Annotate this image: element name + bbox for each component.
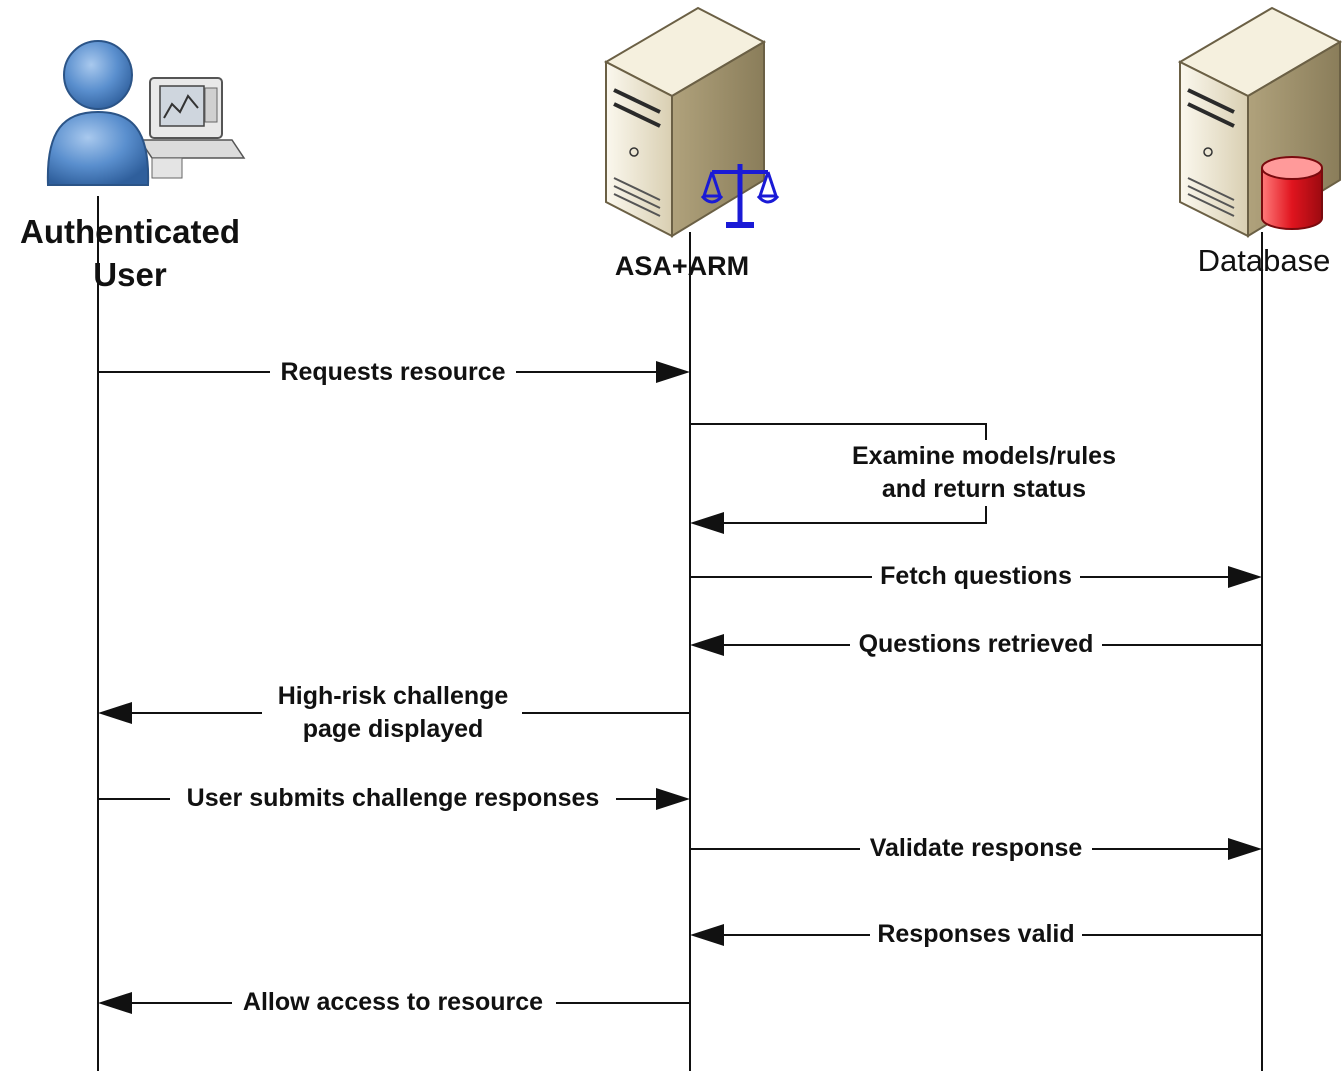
message-label: Requests resource <box>280 358 505 386</box>
arrowhead <box>98 702 132 724</box>
message-user-submits: User submits challenge responses <box>98 784 690 812</box>
arrowhead <box>690 634 724 656</box>
message-fetch-questions: Fetch questions <box>690 562 1262 590</box>
arrowhead <box>98 992 132 1014</box>
user-with-computer-icon <box>46 40 246 186</box>
server-with-database-icon <box>1177 6 1342 238</box>
message-label-line1: High-risk challenge <box>278 682 509 710</box>
message-validate-response: Validate response <box>690 834 1262 862</box>
message-label: User submits challenge responses <box>187 784 600 812</box>
message-questions-retrieved: Questions retrieved <box>690 630 1262 658</box>
computer-icon <box>138 77 246 179</box>
database-label: Database <box>1198 243 1331 278</box>
message-responses-valid: Responses valid <box>690 920 1262 948</box>
message-label: Fetch questions <box>880 562 1072 590</box>
arrowhead <box>690 924 724 946</box>
message-label-line1: Examine models/rules <box>852 442 1116 470</box>
database-cylinder-icon <box>1261 156 1323 230</box>
message-allow-access: Allow access to resource <box>98 988 690 1016</box>
person-icon <box>46 40 150 186</box>
server-label: ASA+ARM <box>615 251 749 281</box>
server-with-scales-icon <box>603 6 780 238</box>
user-label-line1: Authenticated <box>20 213 240 250</box>
arrowhead <box>690 512 724 534</box>
message-label: Responses valid <box>877 920 1074 948</box>
message-label: Validate response <box>870 834 1083 862</box>
message-label-line2: page displayed <box>303 715 484 743</box>
scales-icon <box>700 164 780 228</box>
message-label-line2: and return status <box>882 475 1086 503</box>
message-label: Questions retrieved <box>859 630 1094 658</box>
message-examine-models: Examine models/rules and return status <box>690 423 1116 534</box>
arrowhead <box>1228 838 1262 860</box>
arrowhead <box>1228 566 1262 588</box>
message-high-risk-challenge: High-risk challenge page displayed <box>98 682 690 743</box>
message-label: Allow access to resource <box>243 988 543 1016</box>
user-label-line2: User <box>93 256 167 293</box>
message-requests-resource: Requests resource <box>98 358 690 386</box>
arrowhead <box>656 361 690 383</box>
arrowhead <box>656 788 690 810</box>
